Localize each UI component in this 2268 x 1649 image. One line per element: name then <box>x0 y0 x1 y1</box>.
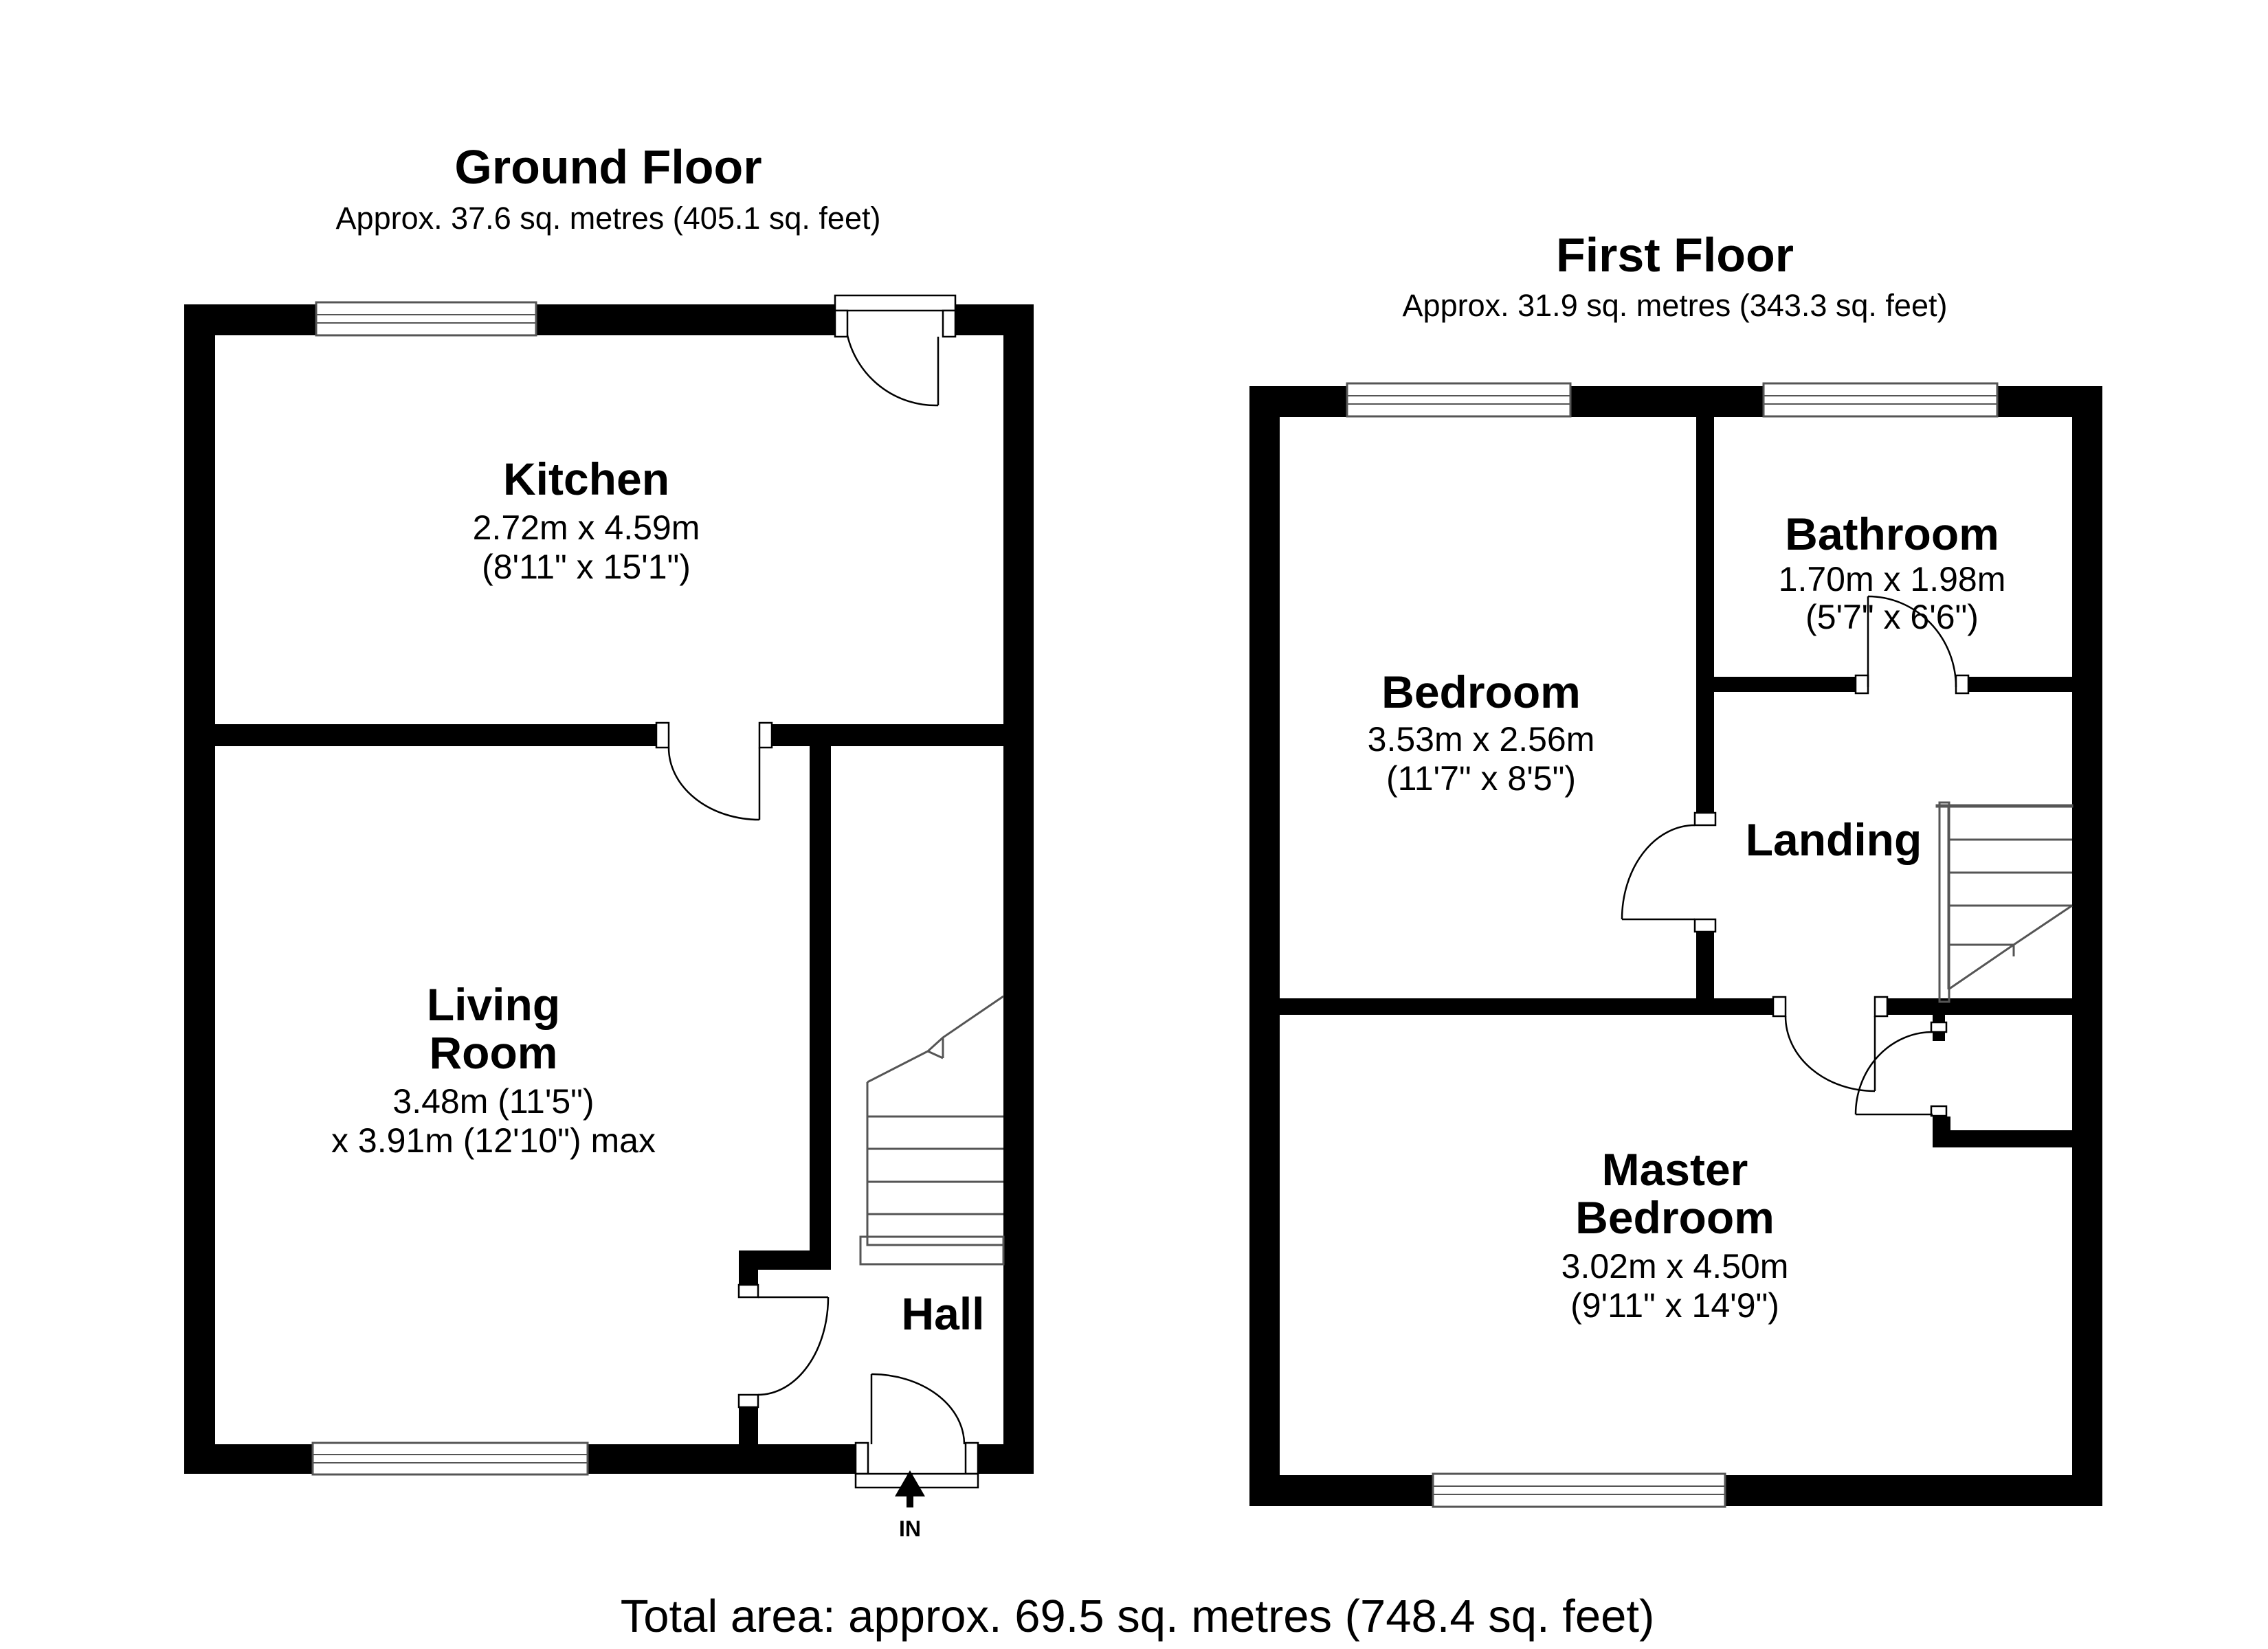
kitchen-living-wall-right <box>766 724 1003 746</box>
total-area: Total area: approx. 69.5 sq. metres (748… <box>621 1591 1655 1642</box>
master-bedroom-dimensions-metric: 3.02m x 4.50m <box>1561 1247 1789 1286</box>
master-bedroom-dimensions-imperial: (9'11" x 14'9") <box>1570 1286 1779 1325</box>
ground-bottom-wall-right <box>976 1444 1034 1474</box>
kitchen-dimensions-metric: 2.72m x 4.59m <box>473 508 700 547</box>
ground-floor-area: Approx. 37.6 sq. metres (405.1 sq. feet) <box>336 201 881 236</box>
first-floor-plan <box>1249 382 2102 1508</box>
living-hall-wall-lower <box>739 1407 758 1448</box>
first-floor-title: First Floor <box>1556 228 1794 282</box>
kitchen-window <box>315 301 537 337</box>
living-room-label-line1: Living <box>427 979 560 1030</box>
entrance-arrow-icon <box>895 1470 925 1496</box>
bedroom-landing-wall-upper <box>1696 417 1714 816</box>
master-bedroom-label-line2: Bedroom <box>1575 1192 1775 1243</box>
bedroom-window <box>1346 382 1572 418</box>
kitchen-label: Kitchen <box>503 453 669 504</box>
landing-label: Landing <box>1746 814 1922 865</box>
living-hall-door <box>737 1283 830 1409</box>
bedroom-door <box>1621 811 1717 933</box>
cupboard-wall-bottom <box>1933 1130 2072 1147</box>
bathroom-dimensions-imperial: (5'7" x 6'6") <box>1805 598 1979 636</box>
kitchen-dimensions-imperial: (8'11" x 15'1") <box>482 548 691 586</box>
ground-floor-title: Ground Floor <box>454 140 761 194</box>
entrance-label: IN <box>899 1516 921 1541</box>
living-hall-wall <box>810 746 831 1255</box>
bathroom-door <box>1854 595 1970 695</box>
bathroom-dimensions-metric: 1.70m x 1.98m <box>1779 560 2006 598</box>
hall-label: Hall <box>901 1288 984 1339</box>
master-bedroom-window <box>1432 1472 1726 1508</box>
master-bedroom-door <box>1772 996 1889 1092</box>
ground-right-wall <box>1003 304 1034 1474</box>
living-room-dimensions-line2: x 3.91m (12'10") max <box>331 1121 656 1160</box>
bedroom-dimensions-metric: 3.53m x 2.56m <box>1368 720 1595 759</box>
bedroom-landing-wall-lower <box>1696 931 1714 1007</box>
kitchen-living-door <box>655 721 773 821</box>
bathroom-landing-wall-left <box>1714 677 1860 692</box>
kitchen-back-door <box>834 294 957 407</box>
kitchen-living-wall-left <box>215 724 662 746</box>
landing-master-wall-right <box>1887 998 2072 1015</box>
bedroom-master-wall <box>1280 998 1776 1015</box>
living-hall-wall-stub <box>739 1250 758 1288</box>
ground-left-wall <box>184 304 215 1474</box>
bathroom-label: Bathroom <box>1785 508 1999 559</box>
living-room-dimensions-line1: 3.48m (11'5") <box>392 1082 594 1121</box>
bathroom-window <box>1762 382 1999 418</box>
first-left-wall <box>1249 386 1280 1506</box>
master-bedroom-label-line1: Master <box>1602 1144 1748 1195</box>
entrance-arrow-stem <box>907 1495 913 1507</box>
bedroom-label: Bedroom <box>1381 666 1581 717</box>
landing-staircase <box>1935 801 2074 1003</box>
ground-staircase <box>859 995 1005 1266</box>
ground-floor-plan <box>184 294 1034 1507</box>
cupboard-door <box>1854 1021 1948 1117</box>
front-door <box>854 1373 979 1489</box>
first-floor-area: Approx. 31.9 sq. metres (343.3 sq. feet) <box>1403 288 1948 323</box>
bathroom-landing-wall-right <box>1968 677 2072 692</box>
living-room-window <box>311 1442 589 1476</box>
bedroom-dimensions-imperial: (11'7" x 8'5") <box>1386 759 1576 798</box>
living-room-label-line2: Room <box>430 1027 558 1078</box>
first-right-wall <box>2072 386 2102 1506</box>
